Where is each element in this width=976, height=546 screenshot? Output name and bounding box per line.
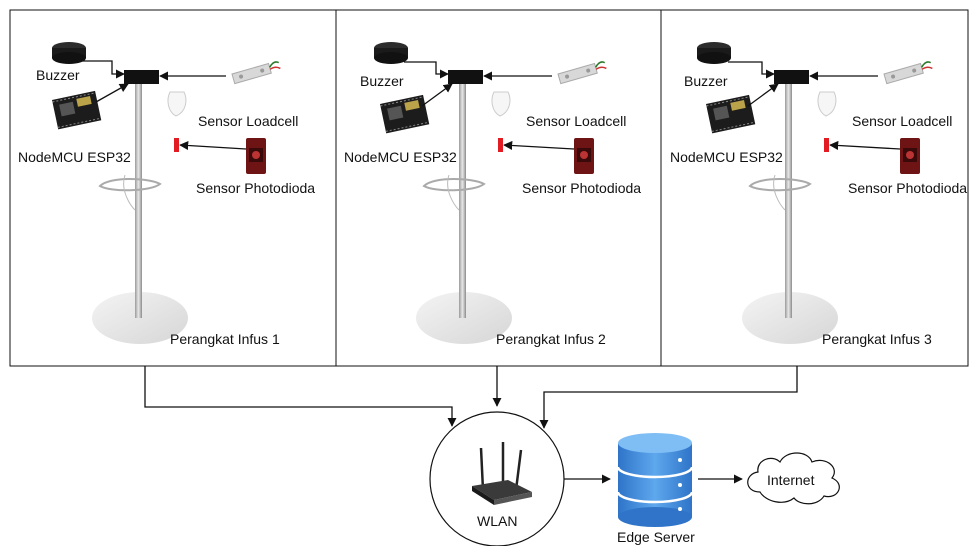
stand-pole (459, 82, 466, 318)
esp32-board-icon (380, 94, 430, 134)
loadcell-label: Sensor Loadcell (526, 113, 626, 129)
stand-pole (135, 82, 142, 318)
node-box (774, 70, 809, 84)
drip-sensor-indicator (824, 138, 829, 152)
photodiode-connector (179, 140, 247, 151)
infusion-bag-icon (817, 91, 837, 117)
infusion-panel-2: Buzzer NodeMCU ESP32 Sensor Loadcell (344, 42, 641, 347)
stand-hook (748, 178, 812, 192)
buzzer-label: Buzzer (684, 73, 728, 89)
loadcell-label: Sensor Loadcell (852, 113, 952, 129)
buzzer-icon (697, 52, 731, 64)
internet-label: Internet (767, 472, 815, 488)
device-label: Perangkat Infus 1 (170, 331, 280, 347)
router-icon (472, 442, 532, 505)
drip-sensor-indicator (174, 138, 179, 152)
infusion-tube (447, 174, 460, 211)
photodiode-sensor-icon (900, 138, 920, 174)
photodiode-label: Sensor Photodioda (196, 180, 315, 196)
infusion-panel-1: Buzzer NodeMCU ESP32 Sensor Loadcell (18, 42, 315, 347)
database-server-icon (616, 433, 694, 527)
photodiode-connector (503, 140, 575, 151)
panel1-to-wlan-connector (144, 366, 457, 427)
wlan-label: WLAN (477, 513, 517, 529)
mcu-label: NodeMCU ESP32 (344, 149, 457, 165)
device-label: Perangkat Infus 2 (496, 331, 606, 347)
stand-hook (98, 178, 162, 192)
panel3-to-wlan-connector (539, 366, 798, 429)
buzzer-connector (404, 61, 449, 79)
buzzer-connector (728, 61, 775, 79)
esp32-connector (95, 83, 129, 103)
buzzer-label: Buzzer (36, 67, 80, 83)
buzzer-label: Buzzer (360, 73, 404, 89)
loadcell-icon (883, 61, 933, 85)
buzzer-connector (82, 60, 125, 79)
drip-sensor-indicator (498, 138, 503, 152)
esp32-board-icon (52, 90, 102, 130)
mcu-label: NodeMCU ESP32 (670, 149, 783, 165)
stand-hook (422, 178, 486, 192)
photodiode-label: Sensor Photodioda (848, 180, 967, 196)
photodiode-connector (829, 140, 901, 151)
node-box (448, 70, 483, 84)
infusion-bag-icon (491, 91, 511, 117)
device-label: Perangkat Infus 3 (822, 331, 932, 347)
mcu-label: NodeMCU ESP32 (18, 149, 131, 165)
photodiode-sensor-icon (574, 138, 594, 174)
infusion-tube (123, 174, 136, 211)
esp32-board-icon (706, 94, 756, 134)
esp32-connector (421, 83, 453, 107)
loadcell-label: Sensor Loadcell (198, 113, 298, 129)
buzzer-icon (374, 52, 408, 64)
photodiode-sensor-icon (246, 138, 266, 174)
loadcell-icon (231, 61, 281, 85)
photodiode-label: Sensor Photodioda (522, 180, 641, 196)
server-label: Edge Server (617, 529, 695, 545)
internet-cloud-icon (747, 452, 840, 505)
infusion-tube (773, 174, 786, 211)
buzzer-icon (52, 52, 86, 64)
infusion-panel-3: Buzzer NodeMCU ESP32 Sensor Loadcell (670, 42, 967, 347)
esp32-connector (747, 83, 779, 107)
infusion-bag-icon (167, 91, 187, 117)
node-box (124, 70, 159, 84)
stand-pole (785, 82, 792, 318)
loadcell-icon (557, 61, 607, 85)
